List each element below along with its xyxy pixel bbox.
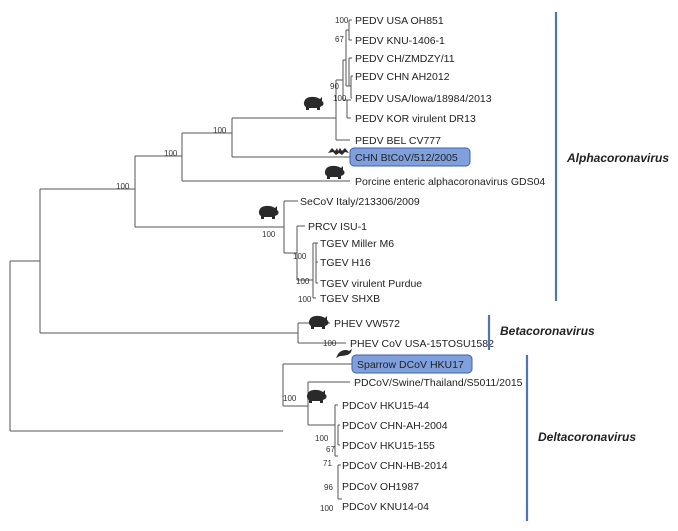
pig-icon xyxy=(303,96,324,110)
pig-icon xyxy=(306,389,327,403)
bootstrap-oh851: 100 xyxy=(335,16,349,25)
bootstrap-pedv-bat: 100 xyxy=(213,126,227,135)
highlight-chn-btcov xyxy=(349,147,471,167)
pig-icon xyxy=(308,315,329,329)
bootstrap-prcv-tgev: 100 xyxy=(293,252,307,261)
taxon-porcine-enteric: Porcine enteric alphacoronavirus GDS04 xyxy=(355,176,545,188)
highlight-sparrow xyxy=(351,354,473,374)
bootstrap-pdcov-oh: 96 xyxy=(324,483,333,492)
taxon-phev-vw572: PHEV VW572 xyxy=(334,318,400,330)
taxa-labels: PEDV USA OH851 PEDV KNU-1406-1 PEDV CH/Z… xyxy=(300,15,545,513)
taxon-pdcov-hku15-44: PDCoV HKU15-44 xyxy=(342,400,429,412)
taxon-pdcov-oh1987: PDCoV OH1987 xyxy=(342,481,419,493)
bootstrap-pedv-porcine: 100 xyxy=(164,149,178,158)
pig-icon xyxy=(324,165,345,179)
bootstrap-tgev-shxb: 100 xyxy=(298,295,312,304)
bootstrap-alpha-root: 100 xyxy=(116,182,130,191)
taxon-pdcov-knu14: PDCoV KNU14-04 xyxy=(342,501,429,513)
bootstrap-phev: 100 xyxy=(323,339,337,348)
bootstrap-pdcov-155: 100 xyxy=(315,434,329,443)
bootstrap-pdcov-hb: 71 xyxy=(323,459,332,468)
genus-alpha-label: Alphacoronavirus xyxy=(566,151,669,165)
genus-brackets: Alphacoronavirus Betacoronavirus Deltaco… xyxy=(487,12,669,521)
bootstrap-values: 100 67 90 100 100 100 100 100 100 100 10… xyxy=(116,16,349,513)
taxon-pdcov-chn-hb: PDCoV CHN-HB-2014 xyxy=(342,460,448,472)
taxon-prcv: PRCV ISU-1 xyxy=(308,221,367,233)
bootstrap-ah2012: 90 xyxy=(330,82,339,91)
taxon-pedv-usa-oh851: PEDV USA OH851 xyxy=(355,15,444,27)
taxon-sparrow: Sparrow DCoV HKU17 xyxy=(357,359,464,371)
taxon-chn-btcov: CHN BtCoV/512/2005 xyxy=(355,152,458,164)
bootstrap-iowa: 100 xyxy=(333,94,347,103)
bootstrap-pdcov-knu: 100 xyxy=(320,504,334,513)
bootstrap-pdcov-chn-ah: 67 xyxy=(326,445,335,454)
taxon-tgev-purdue: TGEV virulent Purdue xyxy=(320,278,422,290)
taxon-secov: SeCoV Italy/213306/2009 xyxy=(300,196,420,208)
genus-delta-label: Deltacoronavirus xyxy=(538,430,636,444)
taxon-pedv-ch-zmdzy: PEDV CH/ZMDZY/11 xyxy=(355,53,455,65)
taxon-pdcov-chn-ah: PDCoV CHN-AH-2004 xyxy=(342,420,448,432)
bootstrap-delta: 100 xyxy=(283,394,297,403)
taxon-tgev-h16: TGEV H16 xyxy=(320,257,371,269)
bat-icon xyxy=(328,148,349,155)
taxon-pdcov-thailand: PDCoV/Swine/Thailand/S5011/2015 xyxy=(354,377,523,389)
taxon-tgev-miller: TGEV Miller M6 xyxy=(320,238,394,250)
pig-icon xyxy=(258,205,279,219)
tree-branches xyxy=(9,19,353,500)
taxon-pdcov-hku15-155: PDCoV HKU15-155 xyxy=(342,440,435,452)
taxon-phev-usa: PHEV CoV USA-15TOSU1582 xyxy=(350,338,494,350)
genus-beta-label: Betacoronavirus xyxy=(500,324,595,338)
bootstrap-knu: 67 xyxy=(335,35,344,44)
taxon-pedv-usa-iowa: PEDV USA/Iowa/18984/2013 xyxy=(355,93,492,105)
bootstrap-tgev-group: 100 xyxy=(262,230,276,239)
taxon-pedv-bel: PEDV BEL CV777 xyxy=(355,135,441,147)
taxon-pedv-kor: PEDV KOR virulent DR13 xyxy=(355,113,476,125)
taxon-tgev-shxb: TGEV SHXB xyxy=(320,293,380,305)
taxon-pedv-chn-ah2012: PEDV CHN AH2012 xyxy=(355,71,450,83)
taxon-pedv-knu: PEDV KNU-1406-1 xyxy=(355,35,445,47)
bootstrap-tgev-h16: 100 xyxy=(296,277,310,286)
bird-icon xyxy=(336,349,352,358)
